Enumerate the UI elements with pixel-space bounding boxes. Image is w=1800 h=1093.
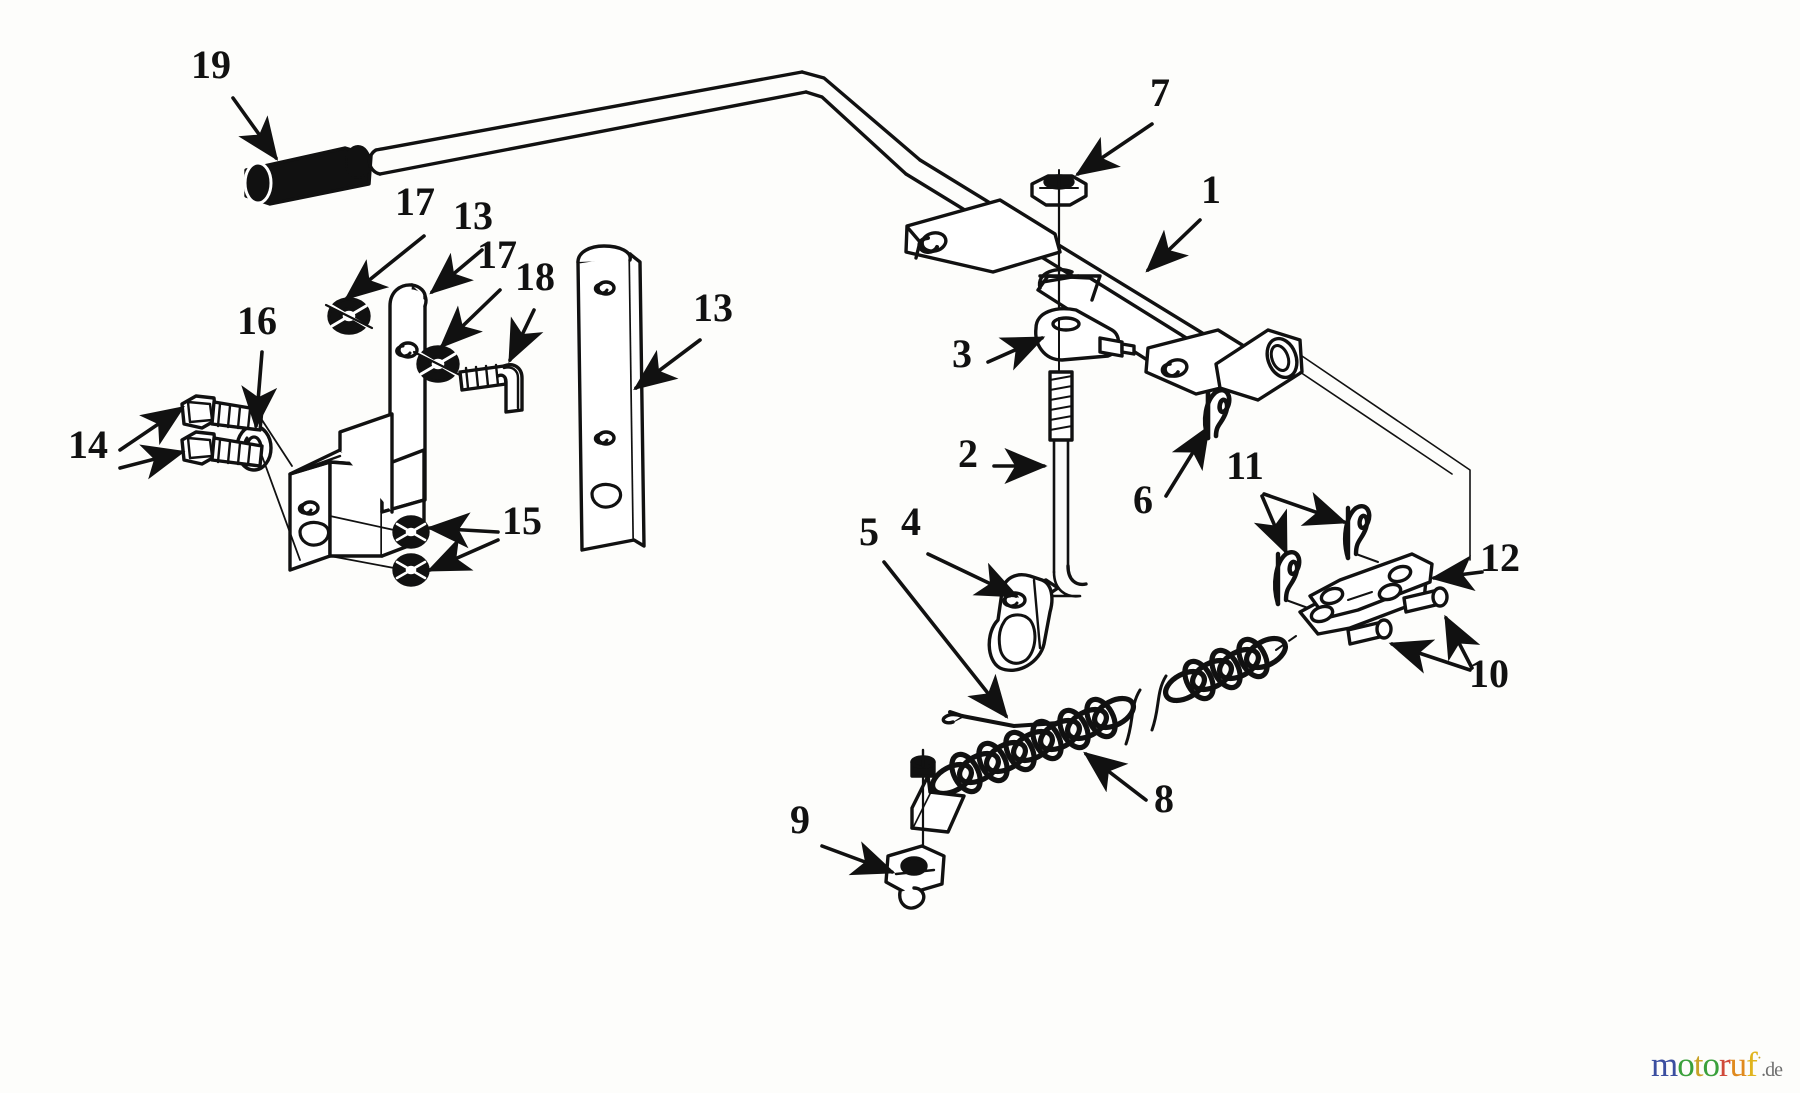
callout-8-lift-chain: 8 [1154, 776, 1174, 821]
part-19-handle-grip [243, 145, 373, 206]
leader-19 [231, 96, 279, 161]
leader-10a [1444, 614, 1481, 670]
callout-19-handle-grip: 19 [191, 42, 231, 87]
callout-4-clevis: 4 [901, 499, 921, 544]
watermark-suffix: .de [1761, 1059, 1783, 1081]
leader-13b [633, 338, 702, 391]
leader-15b [426, 537, 500, 572]
part-1-lift-lever [367, 70, 1471, 561]
leader-11b [1262, 491, 1348, 526]
leader-11a [1253, 494, 1288, 556]
callout-14-hex-bolts: 14 [68, 422, 108, 467]
part-14-hex-bolts [180, 394, 301, 561]
watermark-letter: o [1702, 1045, 1719, 1084]
leader-13a [429, 248, 484, 295]
leader-5 [882, 560, 1009, 719]
watermark-letter: m [1651, 1045, 1678, 1084]
part-8-lift-chain [930, 635, 1297, 797]
leader-17a [344, 234, 426, 301]
part-17-lock-nut-upper [324, 297, 374, 335]
callout-9-chain-anchor-clip: 9 [790, 797, 810, 842]
part-9-chain-anchor-clip [884, 748, 966, 910]
leader-18 [508, 308, 544, 364]
callout-17-lock-nut-lower: 17 [477, 232, 517, 277]
watermark-letter: u [1729, 1045, 1747, 1084]
leader-15a [426, 512, 500, 549]
leader-17b [439, 288, 502, 349]
callout-16-flat-washer: 16 [237, 298, 277, 343]
callout-11-hairpin-clips-pair: 11 [1226, 443, 1264, 488]
watermark-letter: f [1746, 1045, 1758, 1084]
callout-10-clevis-pins: 10 [1469, 651, 1509, 696]
part-17-lock-nut-lower [412, 345, 464, 383]
callout-18-eye-bolt: 18 [515, 254, 555, 299]
leader-14a [118, 405, 185, 452]
leader-10b [1388, 639, 1472, 674]
watermark-motoruf: motoruf·.de [1651, 1045, 1783, 1085]
leader-1 [1145, 218, 1202, 273]
callout-17-lock-nut-upper: 17 [395, 179, 435, 224]
callout-13-latch-plate-flat: 13 [693, 285, 733, 330]
part-11-hairpin-clips [1273, 504, 1379, 609]
leader-14b [118, 444, 186, 480]
leader-6 [1164, 424, 1210, 498]
watermark-letter: o [1677, 1045, 1694, 1084]
part-12-chain-connector-link [1298, 552, 1434, 636]
callout-15-lock-nuts-pair: 15 [502, 498, 542, 543]
part-4-clevis [987, 573, 1054, 672]
callout-12-chain-link-connector: 12 [1480, 535, 1520, 580]
leader-3 [986, 336, 1046, 371]
watermark-dot: · [1756, 1050, 1762, 1068]
watermark-letter: t [1693, 1045, 1704, 1084]
leader-8 [1083, 751, 1148, 802]
leader-9 [820, 841, 896, 876]
callout-3-swivel-trunnion: 3 [952, 331, 972, 376]
part-15-lock-nuts [329, 515, 430, 587]
callout-1-lift-lever: 1 [1201, 167, 1221, 212]
callout-2-threaded-rod: 2 [958, 431, 978, 476]
part-6-hairpin-clip [1202, 387, 1232, 441]
part-13-latch-plate-flat [576, 244, 646, 552]
part-18-eye-bolt [458, 363, 524, 414]
leader-7 [1075, 122, 1154, 177]
callout-5-cotter-pin: 5 [859, 509, 879, 554]
callout-7-lock-nut-top: 7 [1150, 70, 1170, 115]
leader-12 [1430, 555, 1484, 591]
watermark-letter: r [1718, 1045, 1731, 1084]
callout-6-hairpin-clip: 6 [1133, 477, 1153, 522]
leader-4 [926, 552, 1020, 598]
callout-13-latch-plate: 13 [453, 193, 493, 238]
part-10-clevis-pins [1346, 586, 1449, 646]
leader-16 [241, 350, 278, 430]
